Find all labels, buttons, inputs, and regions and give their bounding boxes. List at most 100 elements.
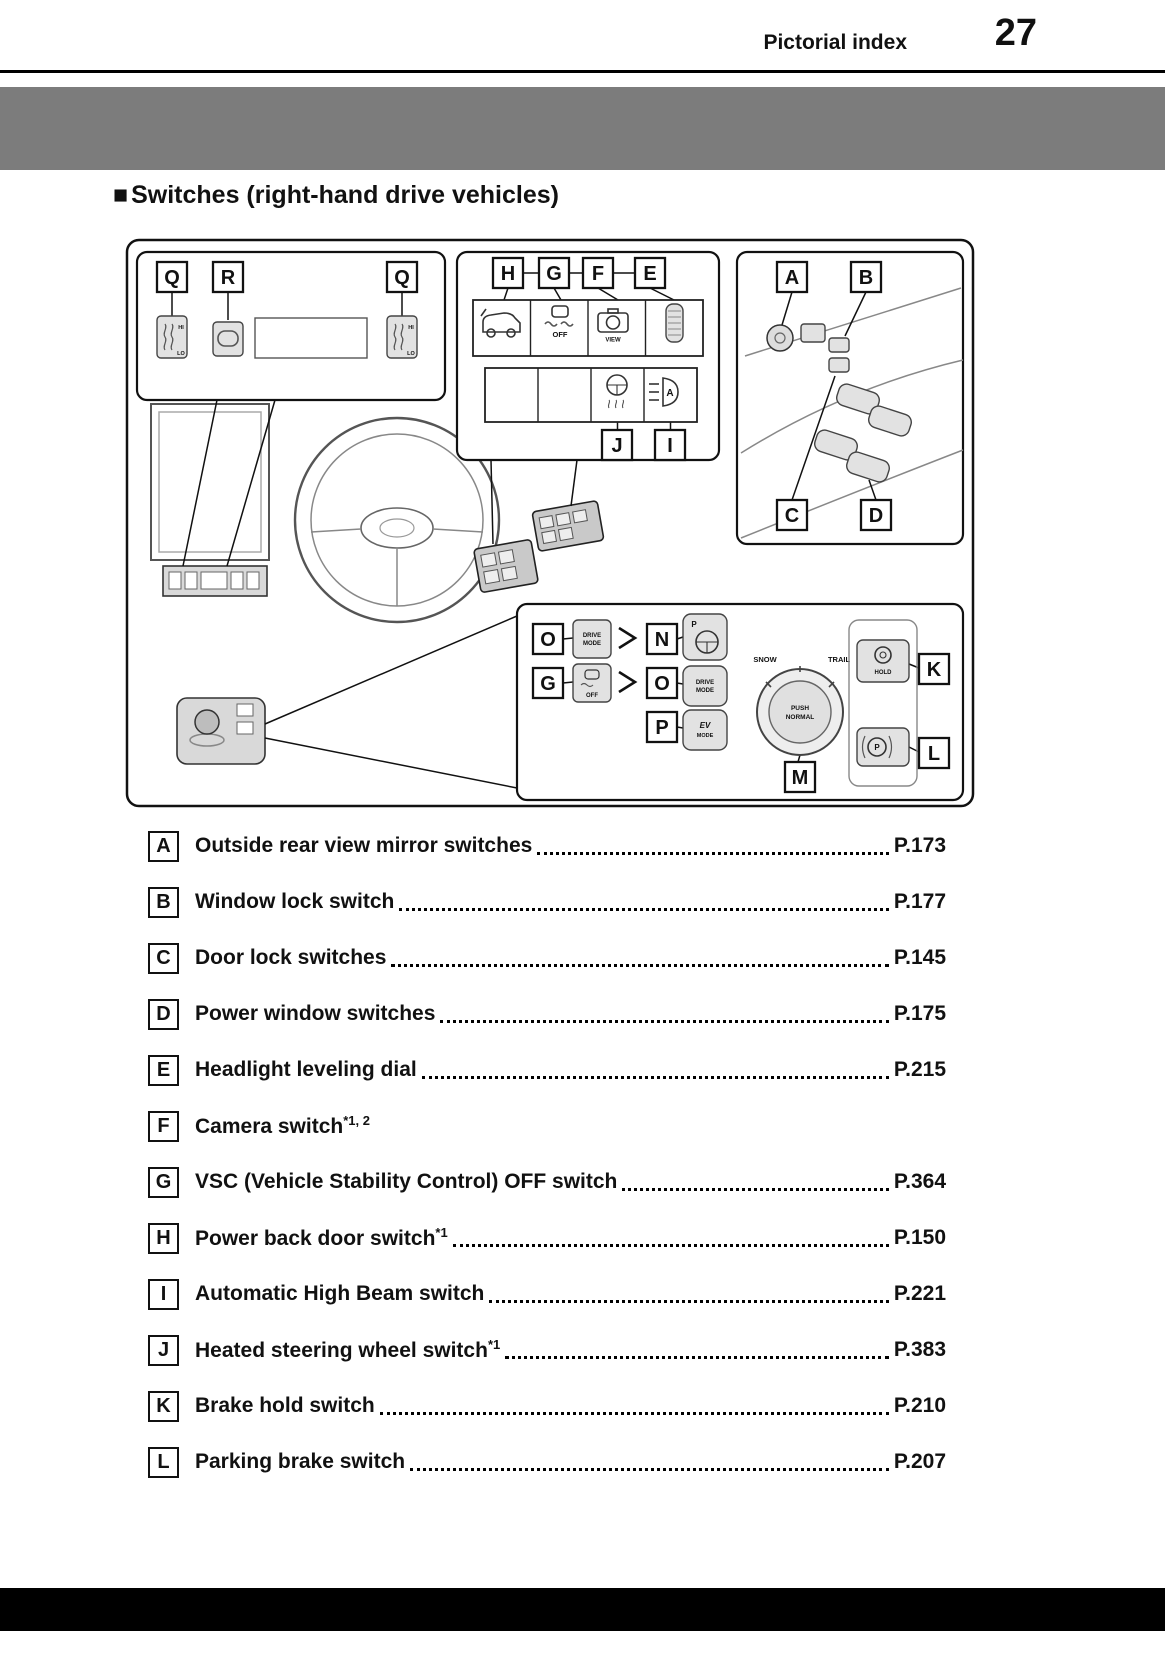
footer-bar <box>0 1588 1165 1631</box>
callout-g2: G <box>531 666 565 700</box>
dotted-leader <box>399 894 889 911</box>
svg-text:L: L <box>928 743 940 765</box>
callout-key: L <box>148 1446 179 1478</box>
callout-h: H <box>491 256 525 290</box>
svg-text:I: I <box>667 435 673 457</box>
ev-mode-switch-icon: EV MODE <box>682 709 728 751</box>
seat-heater-icon: HI LO <box>386 315 418 359</box>
svg-text:OFF: OFF <box>553 330 568 339</box>
camera-view-icon: VIEW <box>597 308 629 344</box>
svg-text:DRIVE: DRIVE <box>696 680 714 686</box>
item-label: VSC (Vehicle Stability Control) OFF swit… <box>195 1170 618 1193</box>
callout-key: A <box>148 830 179 862</box>
section-bullet: ■ <box>113 181 129 209</box>
page-ref: P.150 <box>893 1226 946 1249</box>
page-ref: P.207 <box>893 1450 946 1473</box>
svg-text:C: C <box>785 505 799 527</box>
header-rule <box>0 70 1165 73</box>
callout-f: F <box>581 256 615 290</box>
item-label: Brake hold switch <box>195 1394 375 1417</box>
svg-text:B: B <box>859 267 873 289</box>
power-window-switches <box>814 383 912 483</box>
callout-key: E <box>148 1054 179 1086</box>
page-ref: P.175 <box>893 1002 946 1025</box>
callout-e: E <box>633 256 667 290</box>
item-label: Window lock switch <box>195 890 395 913</box>
dotted-leader <box>452 1230 889 1247</box>
page-ref: P.210 <box>893 1394 946 1417</box>
column-switch-panels <box>473 500 605 593</box>
switches-diagram-svg: Q R Q HI LO HI LO <box>125 238 975 808</box>
page-ref: P.173 <box>893 834 946 857</box>
index-row-i: I Automatic High Beam switch P.221 <box>148 1266 946 1322</box>
callout-i: I <box>653 428 687 462</box>
seat-heater-icon: HI LO <box>156 315 188 359</box>
parking-brake-switch-icon: P <box>856 727 910 767</box>
item-label: Heated steering wheel switch*1 <box>195 1337 501 1362</box>
callout-key: D <box>148 998 179 1030</box>
index-row-c: C Door lock switches P.145 <box>148 930 946 986</box>
item-label: Outside rear view mirror switches <box>195 834 533 857</box>
automatic-high-beam-icon: A <box>649 377 679 407</box>
callout-m: M <box>783 760 817 794</box>
svg-text:E: E <box>643 263 656 285</box>
index-row-d: D Power window switches P.175 <box>148 986 946 1042</box>
svg-text:LO: LO <box>407 351 415 357</box>
brake-hold-switch-icon: HOLD <box>856 639 910 683</box>
dotted-leader <box>505 1342 889 1359</box>
callout-n: N <box>645 622 679 656</box>
item-label: Power window switches <box>195 1002 436 1025</box>
drive-mode-switch-icon: DRIVE MODE <box>682 665 728 707</box>
page-number: 27 <box>994 12 1037 54</box>
index-row-j: J Heated steering wheel switch*1 P.383 <box>148 1322 946 1378</box>
callout-g1: G <box>537 256 571 290</box>
center-console-switch-box: O G DRIVE MODE OFF N O P P <box>515 602 965 802</box>
page-header-title: Pictorial index <box>763 31 907 54</box>
power-back-door-icon <box>480 308 521 338</box>
chevron-icon <box>618 626 638 694</box>
svg-text:DRIVE: DRIVE <box>583 633 601 639</box>
svg-text:P: P <box>691 620 697 629</box>
svg-text:G: G <box>546 263 562 285</box>
svg-text:D: D <box>869 505 883 527</box>
door-switch-box: A B C D <box>735 250 965 546</box>
item-label: Camera switch*1, 2 <box>195 1113 370 1138</box>
svg-text:O: O <box>540 629 556 651</box>
footnote-marker: *1 <box>435 1225 448 1240</box>
page-ref: P.364 <box>893 1170 946 1193</box>
index-row-f: F Camera switch*1, 2 <box>148 1098 946 1154</box>
footnote-marker: *1 <box>487 1337 501 1352</box>
headlight-leveling-dial-icon <box>665 303 684 343</box>
index-row-l: L Parking brake switch P.207 <box>148 1434 946 1490</box>
drive-mode-dial: SNOW TRAIL PUSH NORMAL <box>753 655 850 756</box>
callout-key: J <box>148 1334 179 1366</box>
vsc-off-switch-icon: OFF <box>572 663 612 703</box>
callout-key: H <box>148 1222 179 1254</box>
connector-lines <box>182 399 578 789</box>
callout-key: B <box>148 886 179 918</box>
svg-text:SNOW: SNOW <box>753 655 777 664</box>
mirror-defogger-icon <box>212 321 244 357</box>
dotted-leader <box>440 1006 889 1023</box>
svg-text:F: F <box>592 263 604 285</box>
svg-text:HI: HI <box>408 325 414 331</box>
page-ref: P.177 <box>893 890 946 913</box>
vsc-off-icon: OFF <box>544 305 574 339</box>
chapter-band <box>0 87 1165 170</box>
svg-text:TRAIL: TRAIL <box>828 655 850 664</box>
dashboard-sketch <box>150 403 270 765</box>
page-ref: P.215 <box>893 1058 946 1081</box>
callout-q1: Q <box>155 260 189 294</box>
section-title-text: Switches (right-hand drive vehicles) <box>131 181 559 209</box>
page-ref: P.383 <box>893 1338 946 1361</box>
callout-a: A <box>775 260 809 294</box>
callout-key: C <box>148 942 179 974</box>
callout-key: F <box>148 1110 179 1142</box>
callout-l: L <box>917 736 951 770</box>
shift-knob <box>194 709 220 735</box>
index-row-g: G VSC (Vehicle Stability Control) OFF sw… <box>148 1154 946 1210</box>
svg-text:VIEW: VIEW <box>605 338 621 344</box>
index-row-b: B Window lock switch P.177 <box>148 874 946 930</box>
svg-text:O: O <box>654 673 670 695</box>
